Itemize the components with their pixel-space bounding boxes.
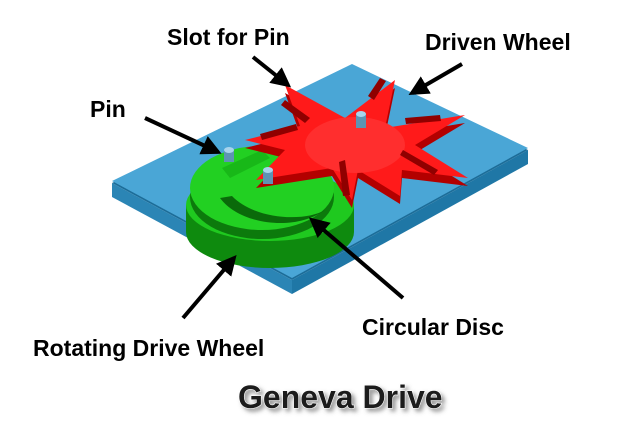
center-post-driven xyxy=(356,111,366,128)
center-post-drive xyxy=(263,167,273,184)
arrow-driven-wheel xyxy=(408,62,464,96)
arrows xyxy=(144,55,464,320)
arrow-slot-for-pin xyxy=(251,55,292,88)
slot xyxy=(405,115,441,124)
pin xyxy=(224,147,234,162)
slot xyxy=(400,150,438,175)
driven-wheel xyxy=(245,78,468,208)
label-pin: Pin xyxy=(90,96,126,122)
arrow-circular-disc xyxy=(308,217,405,300)
slot xyxy=(339,160,350,196)
diagram-caption: Geneva Drive xyxy=(238,379,443,415)
slot xyxy=(281,100,310,123)
slot xyxy=(368,78,386,100)
label-circular-disc: Circular Disc xyxy=(362,314,504,340)
arrow-rotating-drive-wheel xyxy=(181,254,237,320)
label-driven-wheel: Driven Wheel xyxy=(425,29,571,55)
label-slot-for-pin: Slot for Pin xyxy=(167,24,290,50)
slot xyxy=(260,124,298,140)
label-rotating-drive-wheel: Rotating Drive Wheel xyxy=(33,335,264,361)
arrow-pin xyxy=(144,116,222,155)
